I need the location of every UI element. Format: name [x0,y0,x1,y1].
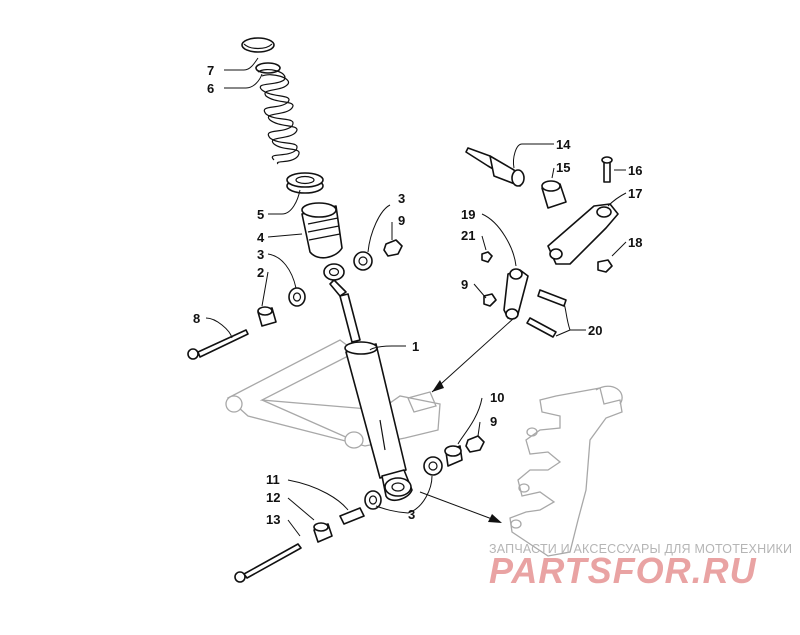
callout-17: 17 [628,186,642,201]
link-bolt-top-part [601,156,613,183]
link-nut-part [597,259,613,273]
callout-3-upper-right: 3 [398,191,405,206]
lower-sleeve-part [339,507,365,525]
callout-9-lower: 9 [490,414,497,429]
shock-absorber-part [323,263,413,502]
sway-bar-arm-part [547,203,619,265]
callout-6: 6 [207,81,214,96]
link-nut-small-part [481,251,493,263]
link-bolt-lower-part [526,317,557,338]
watermark: ЗАПЧАСТИ И АКСЕССУАРЫ ДЛЯ МОТОТЕХНИКИ PA… [489,542,792,591]
lower-bolt-part [234,543,302,583]
callout-8: 8 [193,311,200,326]
bump-stop-part [301,202,343,259]
callout-9-link: 9 [461,277,468,292]
callout-16: 16 [628,163,642,178]
lower-bushing-small-part [313,522,333,543]
callout-1: 1 [412,339,419,354]
watermark-subtitle: ЗАПЧАСТИ И АКСЕССУАРЫ ДЛЯ МОТОТЕХНИКИ [489,542,792,556]
callout-numbers: 7 6 5 4 3 2 8 3 9 1 10 9 11 12 13 3 14 1… [193,63,642,527]
callout-21: 21 [461,228,475,243]
coil-spring-part [257,68,300,165]
spindle-ghost [509,385,623,557]
callout-3-lower: 3 [408,507,415,522]
sway-link-part [503,268,529,320]
leader-lines [205,57,627,537]
upper-bushing-part [257,306,277,327]
callout-19: 19 [461,207,475,222]
callout-9-upper: 9 [398,213,405,228]
lower-washer-right-part [423,456,443,476]
upper-bolt-part [187,329,249,360]
sway-bar-part [465,147,525,187]
lower-bushing-part [444,445,463,467]
watermark-logo: PARTSFOR.RU [489,550,757,591]
callout-5: 5 [257,207,264,222]
callout-3-upper-left: 3 [257,247,264,262]
upper-washer-right-part [353,251,373,271]
link-nut-lower-part [483,293,497,307]
spring-cap-part [241,37,275,53]
lower-nut-part [465,435,485,453]
callout-20: 20 [588,323,602,338]
lower-washer-left-part [364,490,382,510]
callout-11: 11 [266,472,280,487]
callout-4: 4 [257,230,265,245]
callout-2: 2 [257,265,264,280]
callout-13: 13 [266,512,280,527]
a-arm-ghost [225,339,441,449]
link-bolt-upper-part [537,289,567,307]
upper-washer-left-part [288,287,306,307]
callout-10: 10 [490,390,504,405]
upper-nut-part [383,239,403,257]
arrows [419,317,515,523]
callout-18: 18 [628,235,642,250]
callout-15: 15 [556,160,570,175]
callout-14: 14 [556,137,571,152]
spring-seat-part [286,172,324,194]
callout-7: 7 [207,63,214,78]
sway-bar-bushing-part [541,180,567,209]
callout-12: 12 [266,490,280,505]
